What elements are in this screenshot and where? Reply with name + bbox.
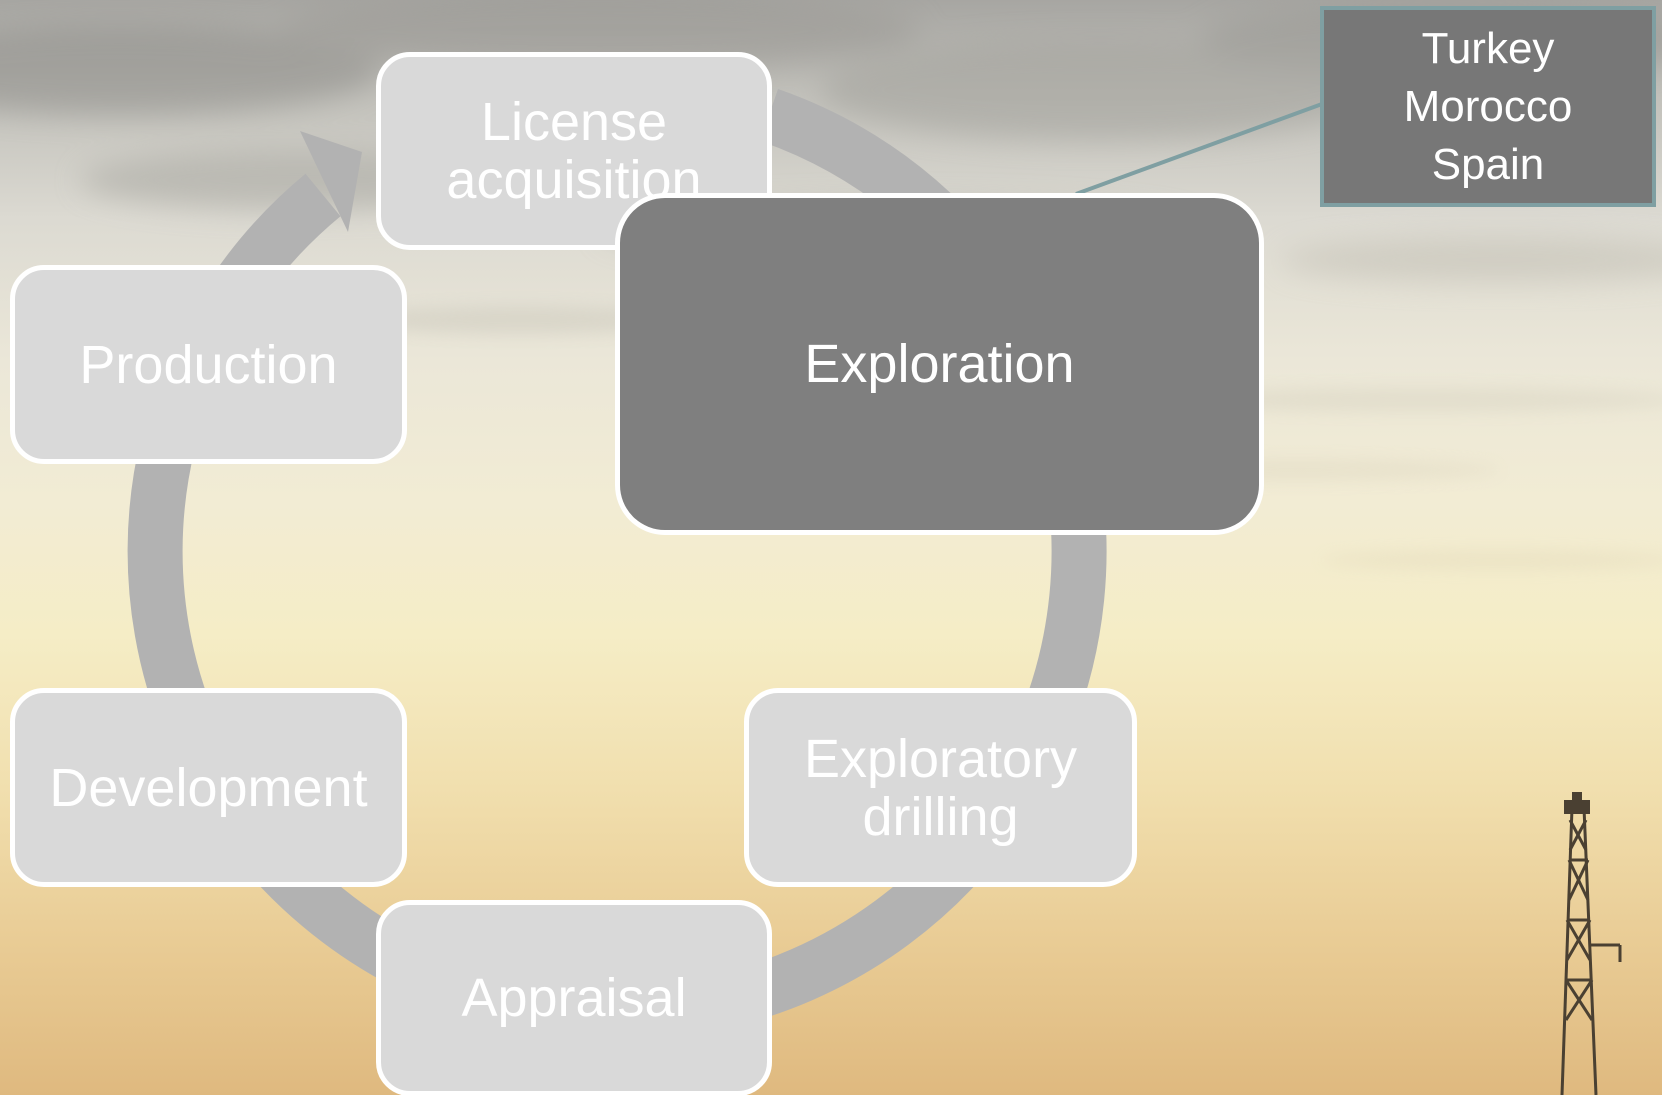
stage-development[interactable]: Development [10,688,407,887]
stage-exploration-highlighted[interactable]: Exploration [615,193,1264,535]
stage-exploration-label: Exploration [804,334,1075,394]
stage-production[interactable]: Production [10,265,407,464]
callout-country-turkey: Turkey [1421,23,1555,73]
stage-exploratory-drilling-label: Exploratory drilling [803,728,1078,847]
stage-license-acquisition[interactable]: License acquisition [376,52,772,250]
stage-exploratory-drilling[interactable]: Exploratory drilling [744,688,1137,887]
stage-production-label: Production [79,334,338,395]
callout-country-morocco: Morocco [1403,81,1573,131]
stage-license-acquisition-label: License acquisition [446,92,702,210]
cycle-arrowhead [300,131,362,232]
stage-development-label: Development [49,757,368,818]
stage-appraisal[interactable]: Appraisal [376,900,772,1095]
stage-appraisal-label: Appraisal [461,968,687,1028]
country-callout-box: Turkey Morocco Spain [1320,6,1656,207]
callout-country-spain: Spain [1431,139,1545,189]
